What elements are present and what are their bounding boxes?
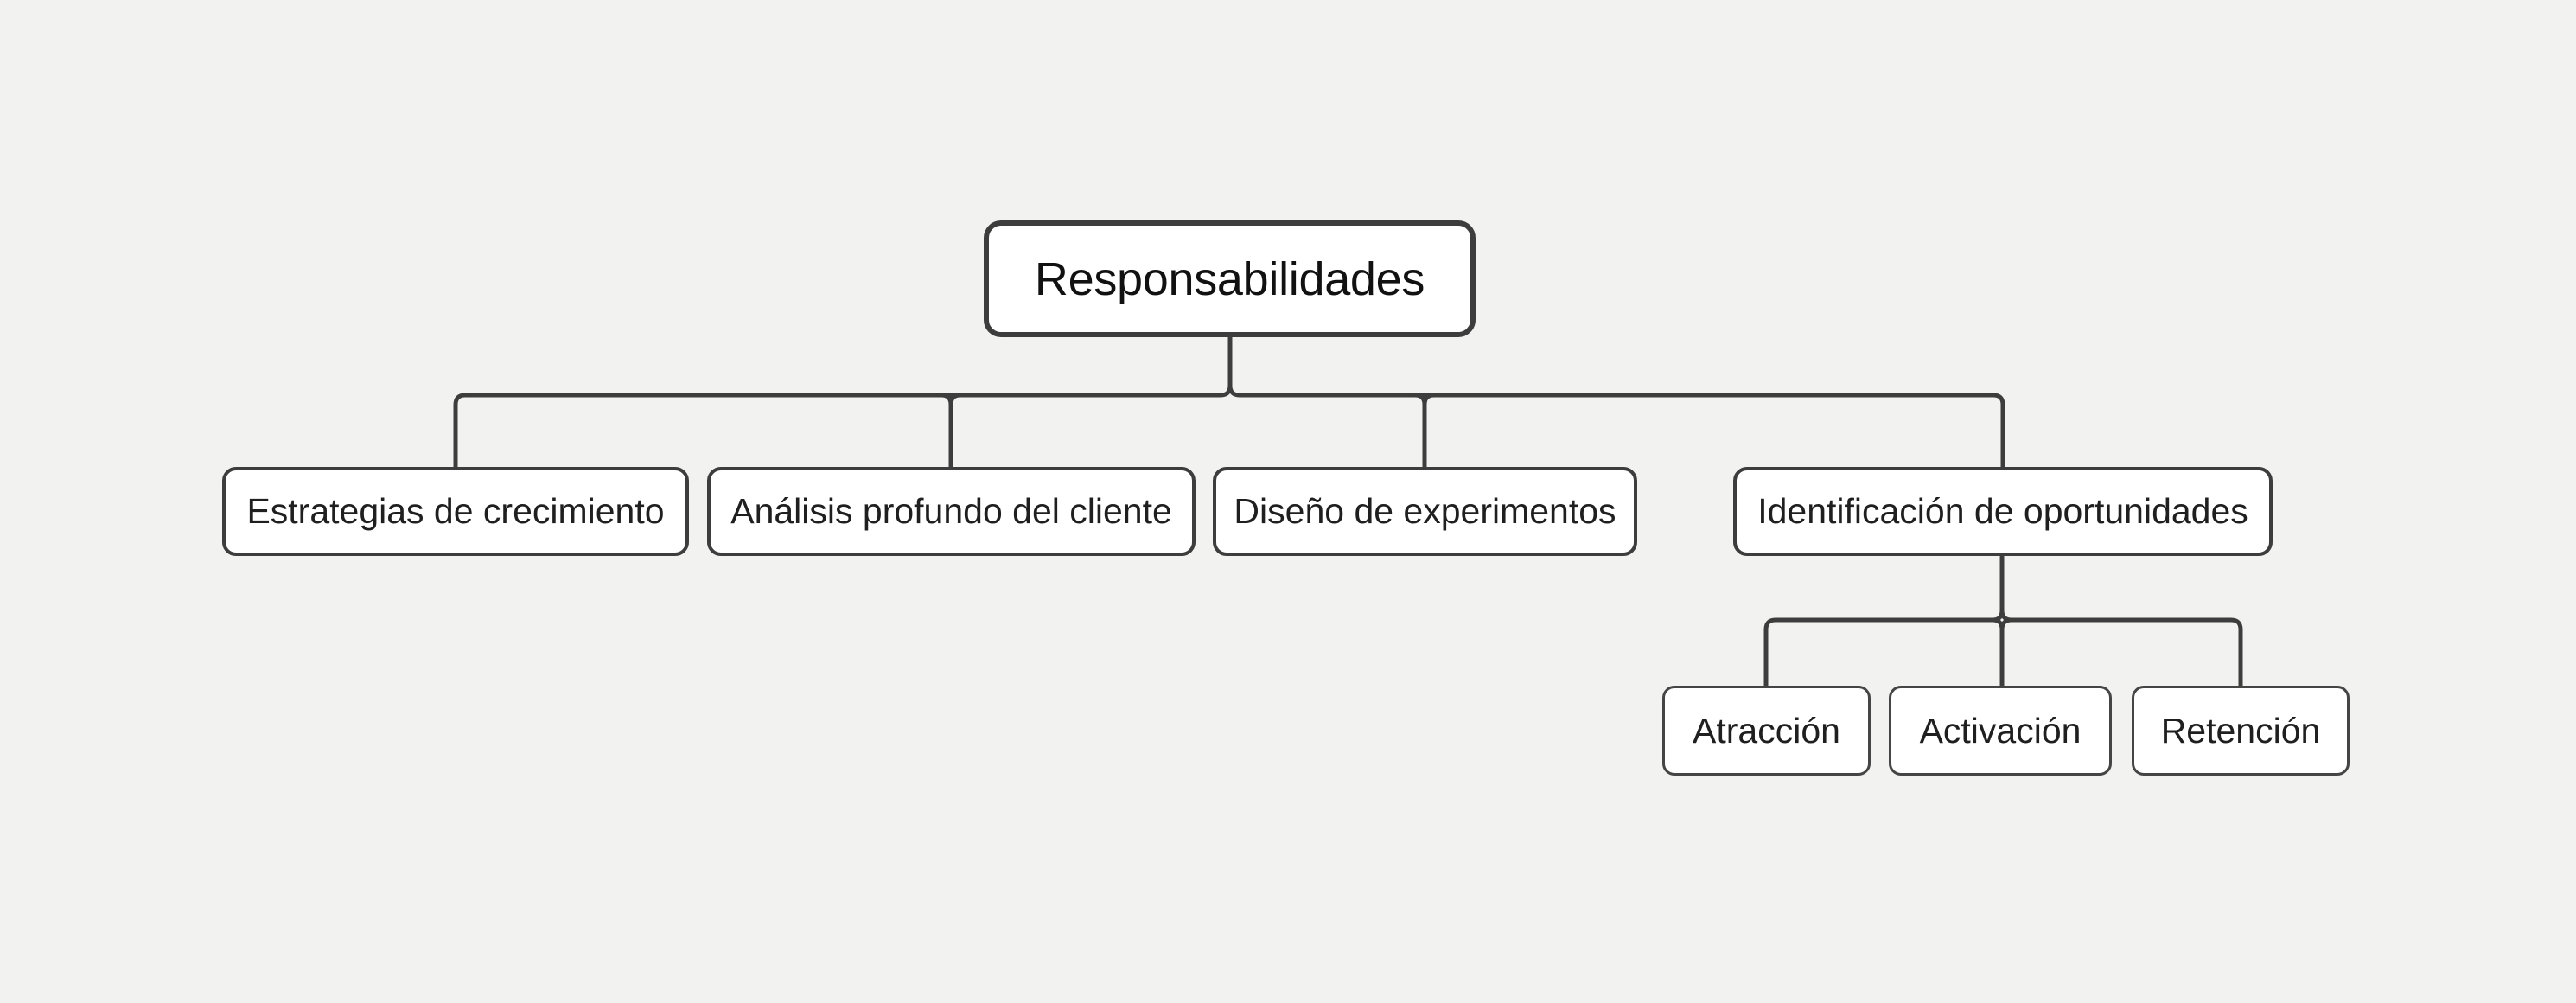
node-label: Diseño de experimentos — [1234, 491, 1616, 531]
node-label: Atracción — [1693, 710, 1840, 751]
connector-child4-to-grandchild3 — [1999, 608, 2243, 689]
node-label: Análisis profundo del cliente — [730, 491, 1172, 531]
node-label: Activación — [1919, 710, 2082, 751]
node-identificacion-de-oportunidades[interactable]: Identificación de oportunidades — [1733, 467, 2273, 556]
connector-root-to-child2 — [939, 393, 963, 470]
node-label: Estrategias de crecimiento — [246, 491, 665, 531]
node-responsabilidades[interactable]: Responsabilidades — [984, 220, 1476, 337]
connector-child4-to-grandchild1 — [1763, 608, 2005, 689]
connector-root-to-child4 — [1227, 383, 2005, 470]
node-retencion[interactable]: Retención — [2132, 686, 2350, 776]
node-atraccion[interactable]: Atracción — [1662, 686, 1871, 776]
connector-root-to-child1 — [453, 383, 1233, 470]
node-label: Identificación de oportunidades — [1757, 491, 2248, 531]
node-analisis-profundo-del-cliente[interactable]: Análisis profundo del cliente — [707, 467, 1196, 556]
connector-root-to-child3 — [1412, 393, 1437, 470]
connector-child4-to-grandchild2 — [1990, 617, 2014, 689]
node-estrategias-de-crecimiento[interactable]: Estrategias de crecimiento — [222, 467, 689, 556]
node-label: Retención — [2160, 710, 2321, 751]
node-diseno-de-experimentos[interactable]: Diseño de experimentos — [1213, 467, 1637, 556]
node-label: Responsabilidades — [1034, 252, 1425, 305]
node-activacion[interactable]: Activación — [1889, 686, 2112, 776]
